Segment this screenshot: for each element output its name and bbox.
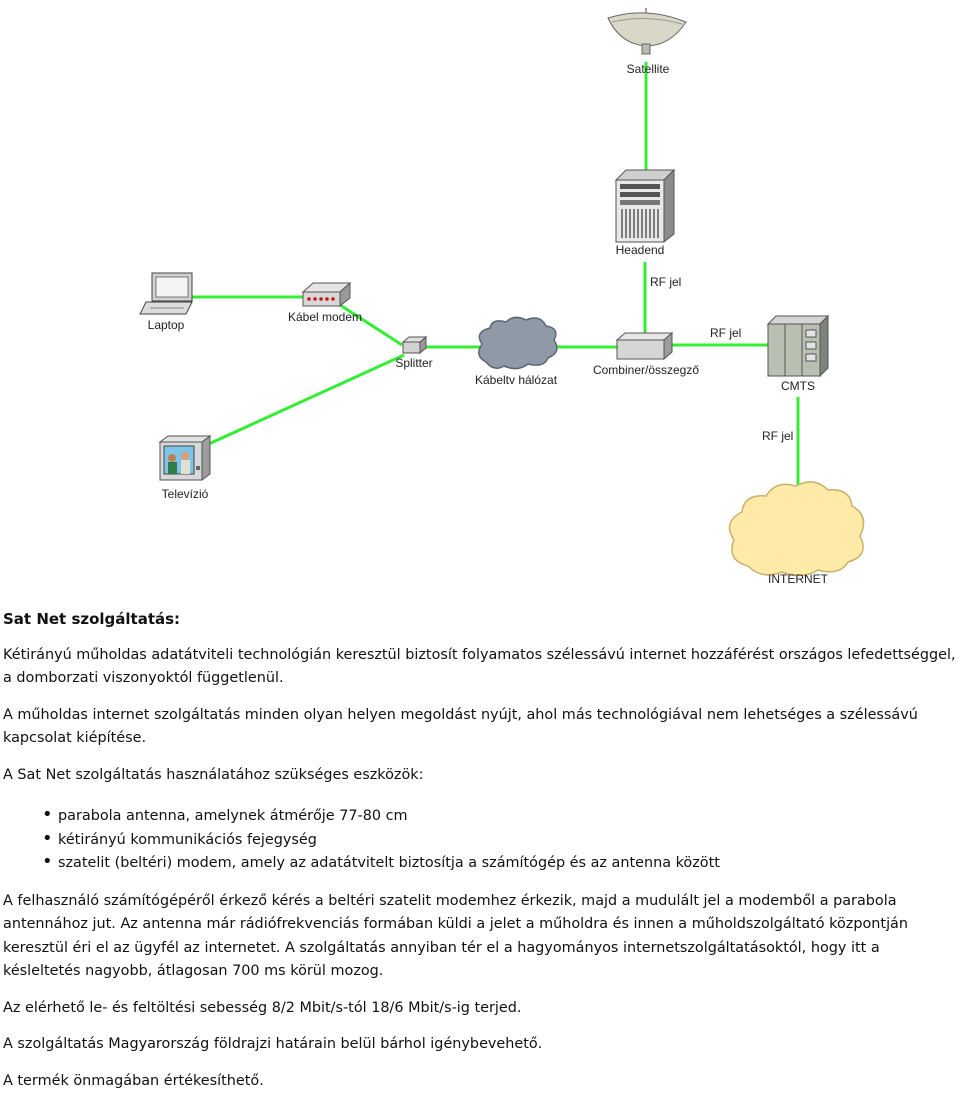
paragraph-sale: A termék önmagában értékesíthető. xyxy=(3,1072,264,1089)
cable-modem-label: Kábel modem xyxy=(288,310,362,324)
cmts-icon xyxy=(766,314,830,378)
equipment-item: parabola antenna, amelynek átmérője 77-8… xyxy=(42,803,958,829)
network-diagram: Satellite Headend RF jel Laptop Kábel xyxy=(139,8,865,586)
equipment-list: parabola antenna, amelynek átmérője 77-8… xyxy=(3,803,958,876)
rf-label-cmts: RF jel xyxy=(762,429,793,443)
satellite-icon xyxy=(607,8,687,55)
diagram-links xyxy=(190,62,800,492)
link-modem-splitter xyxy=(339,303,403,347)
paragraph-coverage: A műholdas internet szolgáltatás minden … xyxy=(3,706,918,747)
internet-cloud-icon xyxy=(728,481,865,577)
laptop-label: Laptop xyxy=(148,318,185,332)
paragraph-speed: Az elérhető le- és feltöltési sebesség 8… xyxy=(3,999,522,1016)
headend-icon xyxy=(614,168,676,244)
rf-label-headend: RF jel xyxy=(650,275,681,289)
paragraph-intro: Kétirányú műholdas adatátviteli technoló… xyxy=(3,646,956,687)
equipment-item: kétirányú kommunikációs fejegység xyxy=(42,827,958,853)
television-icon xyxy=(158,435,212,481)
article: Sat Net szolgáltatás: Kétirányú műholdas… xyxy=(3,608,958,1106)
equipment-item: szatelit (beltéri) modem, amely az adatá… xyxy=(42,850,958,876)
splitter-label: Splitter xyxy=(395,356,432,370)
television-label: Televízió xyxy=(162,487,209,501)
combiner-icon xyxy=(615,331,674,361)
headend-label: Headend xyxy=(616,243,665,257)
laptop-icon xyxy=(139,272,193,315)
paragraph-equipment-intro: A Sat Net szolgáltatás használatához szü… xyxy=(3,766,424,783)
article-title: Sat Net szolgáltatás: xyxy=(3,610,181,628)
cable-modem-icon xyxy=(301,281,352,308)
cmts-label: CMTS xyxy=(781,379,815,393)
cable-network-cloud-icon xyxy=(478,316,558,370)
rf-label-combiner: RF jel xyxy=(710,326,741,340)
internet-label: INTERNET xyxy=(768,572,829,586)
satellite-label: Satellite xyxy=(627,62,670,76)
paragraph-availability: A szolgáltatás Magyarország földrajzi ha… xyxy=(3,1036,543,1052)
link-splitter-tv xyxy=(199,353,405,450)
splitter-icon xyxy=(401,335,428,355)
paragraph-operation: A felhasználó számítógépéről érkező kéré… xyxy=(3,892,908,980)
combiner-label: Combiner/összegző xyxy=(593,363,699,377)
cable-network-label: Kábeltv hálózat xyxy=(475,373,558,387)
